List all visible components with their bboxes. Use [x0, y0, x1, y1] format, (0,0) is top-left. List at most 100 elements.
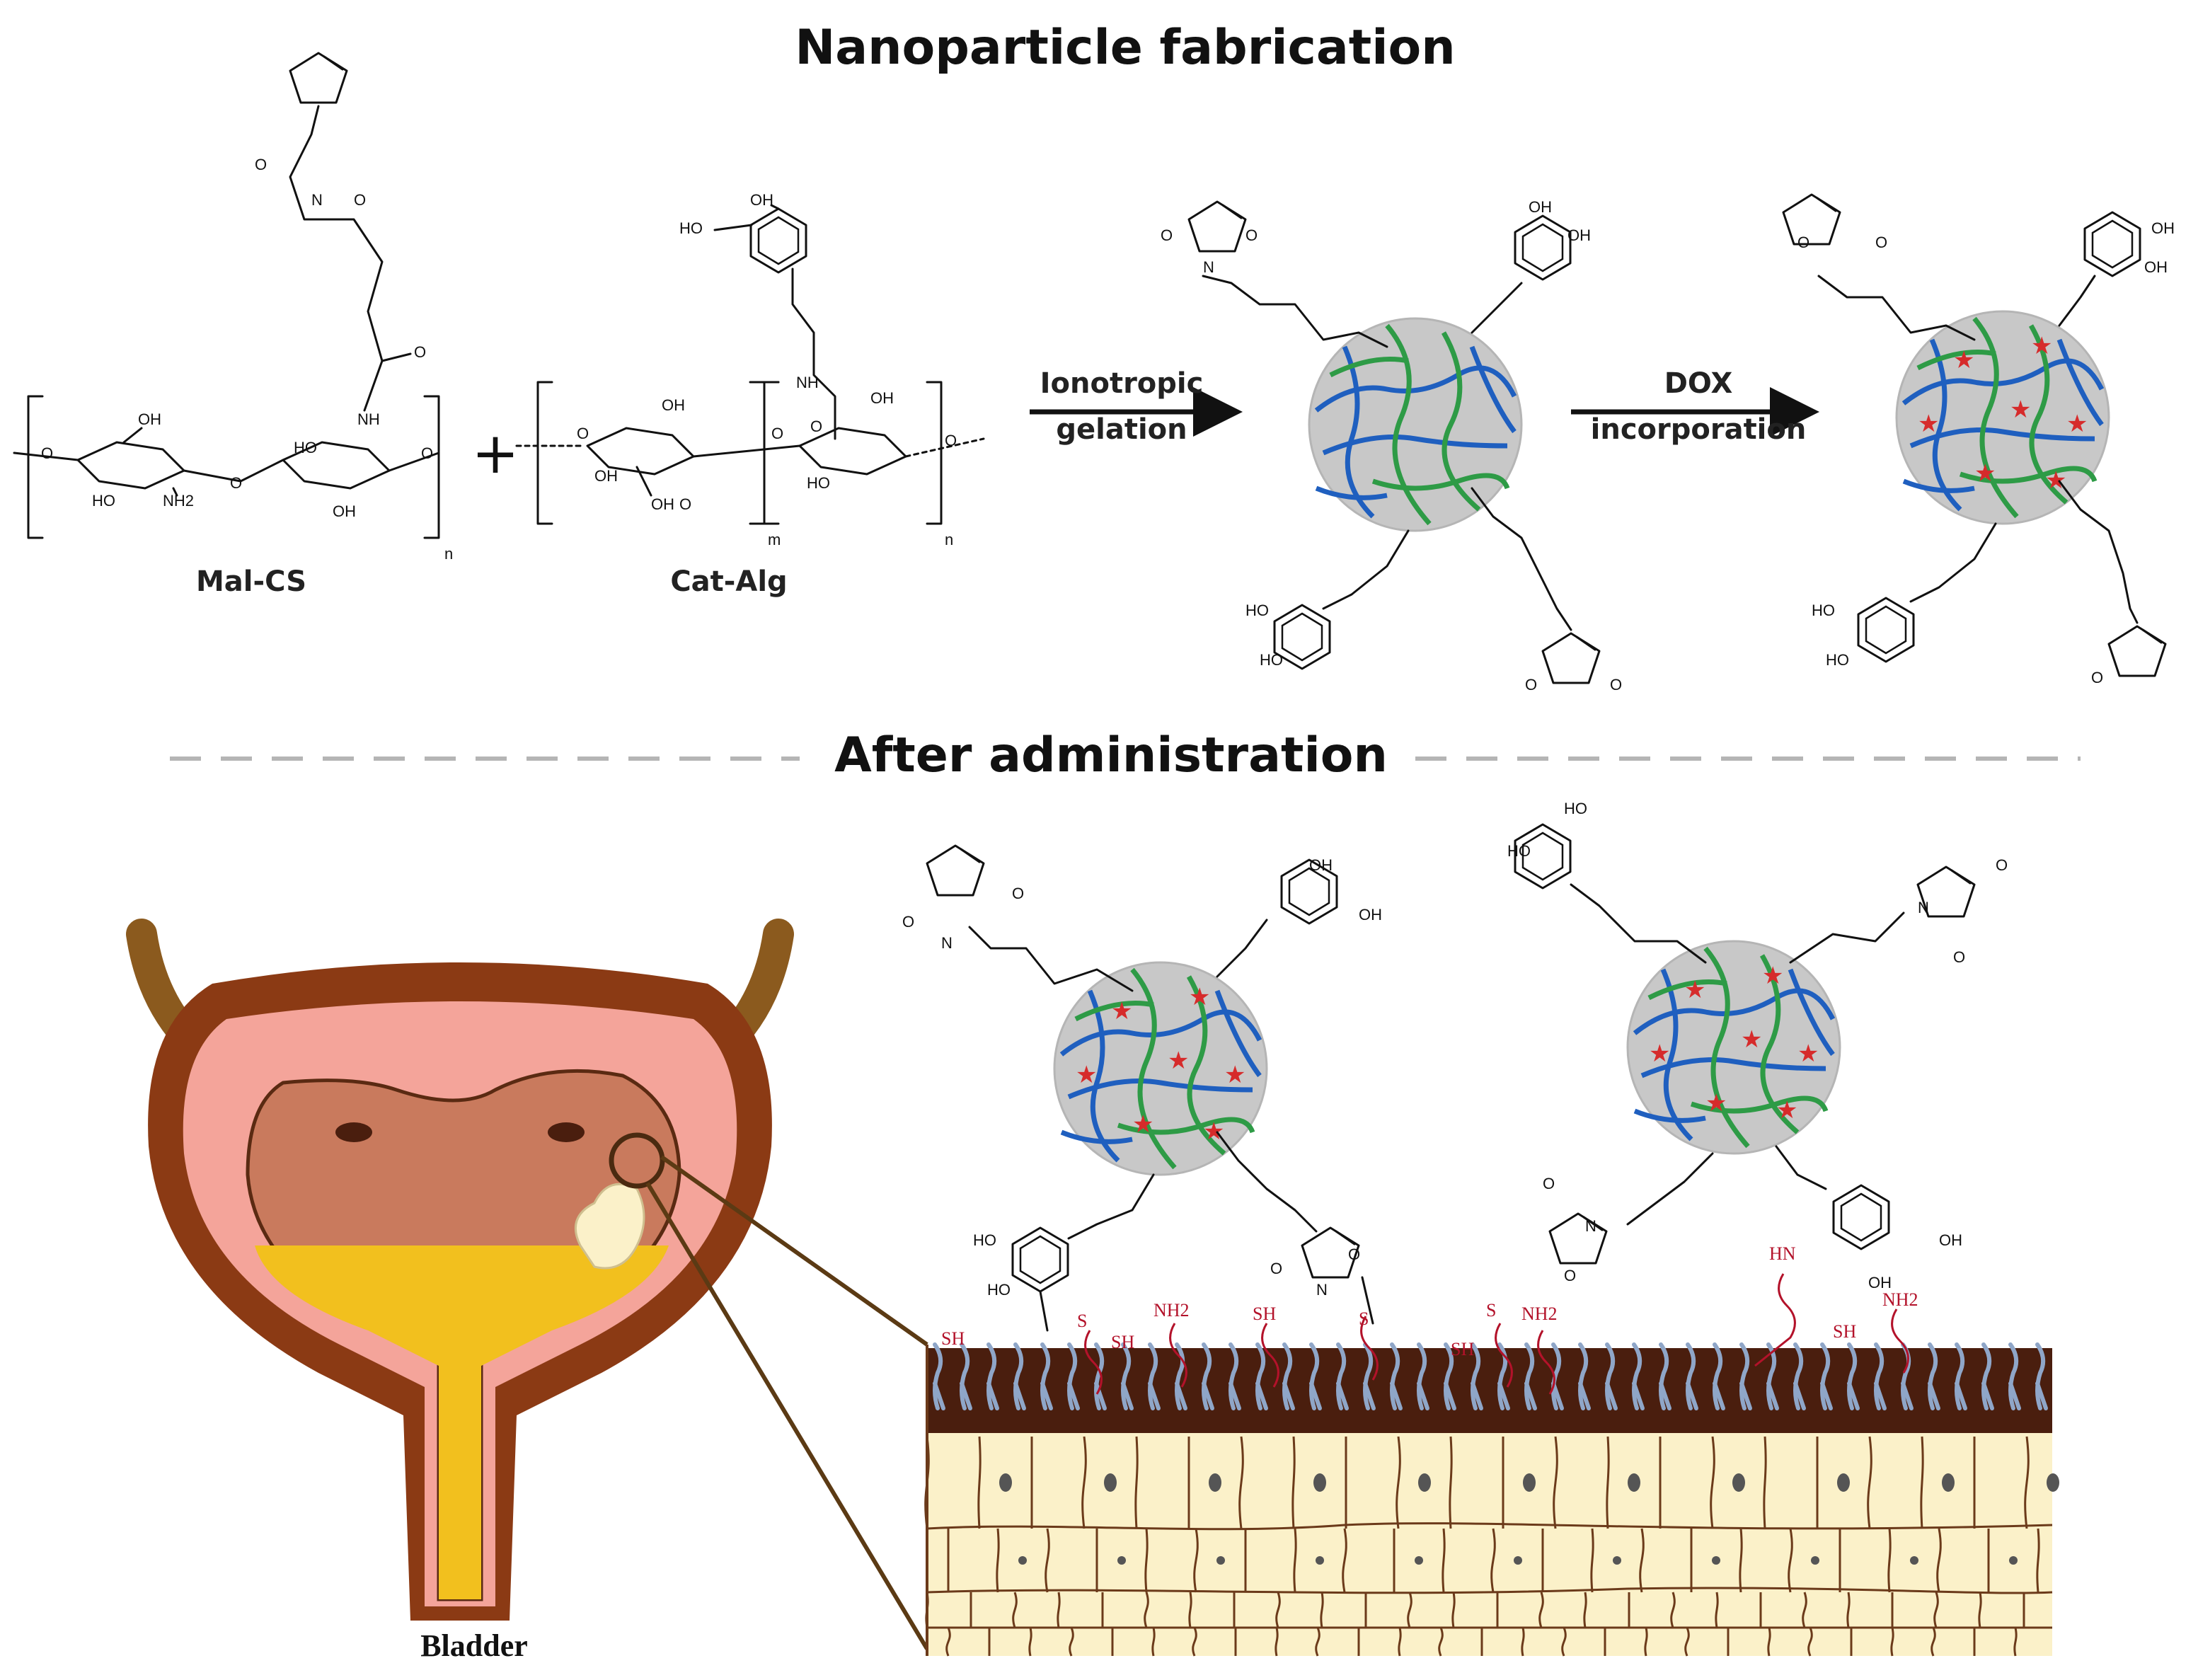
svg-text:NH2: NH2 [1882, 1289, 1918, 1310]
bladder-illustration [126, 919, 794, 1621]
svg-text:SH: SH [1833, 1321, 1856, 1342]
svg-text:HO: HO [679, 219, 703, 237]
svg-text:NH2: NH2 [163, 492, 194, 510]
svg-text:O: O [414, 343, 426, 361]
svg-text:O: O [1797, 234, 1809, 251]
svg-text:O: O [1610, 676, 1622, 694]
svg-text:HO: HO [92, 492, 115, 510]
svg-text:OH: OH [870, 389, 894, 407]
svg-text:N: N [941, 934, 953, 952]
svg-text:SH: SH [1253, 1304, 1276, 1324]
nanoparticle-empty [1187, 200, 1601, 684]
svg-text:SH: SH [1111, 1332, 1134, 1352]
svg-text:SH: SH [941, 1328, 965, 1349]
svg-text:m: m [768, 531, 781, 548]
svg-text:O: O [2091, 669, 2103, 686]
svg-text:HO: HO [1507, 842, 1531, 860]
svg-text:S: S [1486, 1300, 1496, 1321]
plus-sign: + [471, 420, 519, 486]
arrow-dox-incorporation: DOX incorporation [1571, 367, 1819, 446]
svg-text:OH: OH [1868, 1274, 1892, 1291]
cat-alg-label: Cat-Alg [670, 565, 787, 598]
svg-text:O: O [771, 425, 783, 442]
svg-text:OH: OH [2144, 258, 2168, 276]
nanoparticle-adhered-left [926, 844, 1374, 1332]
svg-text:HO: HO [807, 474, 830, 492]
svg-text:O: O [679, 495, 691, 513]
svg-text:O: O [1525, 676, 1537, 694]
svg-text:HO: HO [1260, 651, 1283, 669]
cat-alg-structure: m n O O O OH OH OH OH HO O NH O HO OH [515, 191, 985, 548]
svg-text:O: O [1953, 948, 1965, 966]
svg-text:O: O [421, 444, 433, 462]
svg-text:HO: HO [1826, 651, 1849, 669]
svg-text:OH: OH [333, 502, 356, 520]
svg-text:HN: HN [1769, 1243, 1796, 1264]
svg-text:OH: OH [138, 410, 161, 428]
svg-text:OH: OH [651, 495, 674, 513]
mal-cs-label: Mal-CS [196, 565, 306, 598]
svg-text:OH: OH [750, 191, 773, 209]
nanoparticle-adhered-right [1514, 823, 1976, 1265]
svg-text:OH: OH [662, 396, 685, 414]
svg-text:O: O [1996, 856, 2008, 874]
svg-text:N: N [1203, 258, 1214, 276]
svg-text:S: S [1077, 1311, 1087, 1331]
svg-text:O: O [577, 425, 589, 442]
svg-text:N: N [1585, 1217, 1596, 1235]
mal-cs-subscript: n [444, 545, 453, 563]
tissue-section [924, 1342, 2059, 1657]
mal-cs-structure: n O O O OH HO NH2 HO OH NH O O O N [13, 52, 453, 563]
svg-text:O: O [810, 418, 822, 435]
svg-text:O: O [1245, 226, 1258, 244]
svg-text:HO: HO [294, 439, 317, 456]
svg-text:O: O [354, 191, 366, 209]
svg-text:incorporation: incorporation [1591, 413, 1807, 446]
svg-text:gelation: gelation [1056, 413, 1187, 446]
svg-text:NH2: NH2 [1153, 1300, 1190, 1321]
svg-text:OH: OH [594, 467, 618, 485]
svg-text:HO: HO [1564, 800, 1587, 817]
svg-text:Ionotropic: Ionotropic [1040, 367, 1204, 400]
svg-text:HO: HO [1812, 602, 1835, 619]
svg-text:NH2: NH2 [1521, 1304, 1558, 1324]
svg-text:SH: SH [1451, 1339, 1474, 1359]
svg-text:O: O [945, 432, 957, 449]
bladder-label: Bladder [420, 1628, 528, 1663]
svg-text:OH: OH [1529, 198, 1552, 216]
title-administration: After administration [834, 727, 1388, 783]
svg-text:O: O [1161, 226, 1173, 244]
svg-text:O: O [1543, 1175, 1555, 1192]
svg-text:N: N [311, 191, 323, 209]
svg-text:OH: OH [1939, 1231, 1962, 1249]
svg-text:N: N [1316, 1281, 1328, 1299]
svg-text:OH: OH [1309, 856, 1333, 874]
svg-text:N: N [1918, 899, 1929, 916]
svg-text:HO: HO [987, 1281, 1011, 1299]
svg-text:DOX: DOX [1664, 367, 1733, 400]
svg-text:NH: NH [796, 374, 819, 391]
svg-text:S: S [1359, 1308, 1369, 1329]
svg-text:O: O [41, 444, 53, 462]
svg-text:OH: OH [2151, 219, 2175, 237]
svg-text:OH: OH [1567, 226, 1591, 244]
zoom-line-top [660, 1155, 928, 1347]
zoom-line-bottom [645, 1182, 929, 1650]
svg-text:O: O [230, 474, 242, 492]
svg-text:O: O [255, 156, 267, 173]
title-fabrication: Nanoparticle fabrication [795, 20, 1455, 76]
svg-text:O: O [1348, 1245, 1360, 1263]
svg-text:O: O [1564, 1267, 1576, 1284]
svg-text:HO: HO [1245, 602, 1269, 619]
svg-text:O: O [1270, 1260, 1282, 1277]
surface-chemistry: S NH2 SH S S NH2 HN NH2 SH SH SH SH [941, 1243, 1918, 1395]
svg-text:O: O [902, 913, 914, 931]
svg-text:n: n [945, 531, 953, 548]
svg-text:O: O [1012, 885, 1024, 902]
svg-text:OH: OH [1359, 906, 1382, 924]
svg-text:NH: NH [357, 410, 380, 428]
arrow-ionotropic-gelation: Ionotropic gelation [1030, 367, 1243, 446]
svg-text:HO: HO [973, 1231, 996, 1249]
nanoparticle-dox-loaded [1782, 193, 2167, 677]
